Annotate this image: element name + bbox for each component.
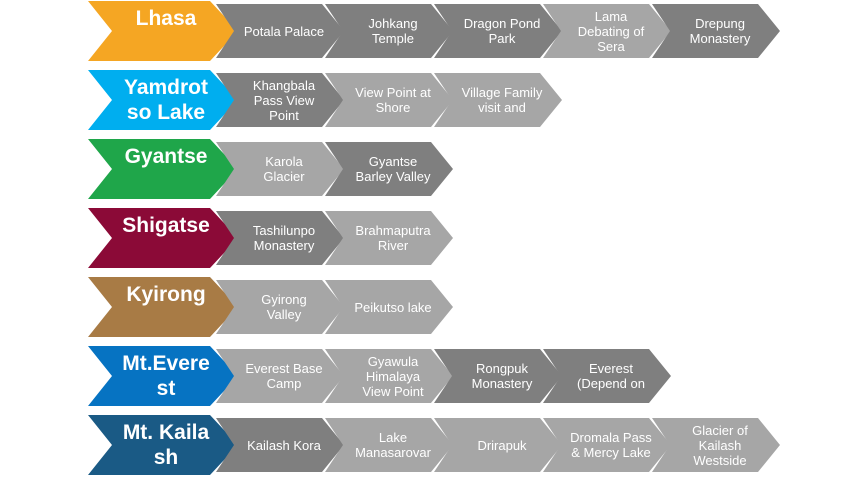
step-chevron: Rongpuk Monastery bbox=[434, 349, 562, 403]
step-label: Lake Manasarovar bbox=[355, 430, 431, 460]
step-label: Gyirong Valley bbox=[261, 292, 307, 322]
step-label: Drepung Monastery bbox=[689, 16, 751, 46]
route-row: Gyantse Karola Glacier Gyantse Barley Vall… bbox=[0, 139, 863, 199]
step-label: Karola Glacier bbox=[263, 154, 305, 184]
step-label: Rongpuk Monastery bbox=[471, 361, 533, 391]
step-chevron: Dragon Pond Park bbox=[434, 4, 562, 58]
destination-label: Mt.Everest bbox=[122, 352, 210, 400]
step-label: Tashilunpo Monastery bbox=[252, 223, 316, 253]
step-chevron: View Point at Shore bbox=[325, 73, 453, 127]
step-chevron: Gyirong Valley bbox=[216, 280, 344, 334]
step-chevron: Glacier of Kailash Westside bbox=[652, 418, 780, 472]
step-label: Kailash Kora bbox=[247, 437, 321, 453]
destination-chevron: Lhasa bbox=[88, 1, 238, 61]
step-label: Brahmaputra River bbox=[355, 223, 431, 253]
route-row: Mt. Kailash Kailash Kora Lake Manasarovar D… bbox=[0, 415, 863, 475]
destination-chevron: Gyantse bbox=[88, 139, 238, 199]
step-chevron: Gyantse Barley Valley bbox=[325, 142, 453, 196]
step-label: Khangbala Pass View Point bbox=[252, 77, 316, 123]
route-row: Mt.Everest Everest Base Camp Gyawula Himal… bbox=[0, 346, 863, 406]
step-chevron: Tashilunpo Monastery bbox=[216, 211, 344, 265]
step-chevron: Peikutso lake bbox=[325, 280, 453, 334]
step-label: Lama Debating of Sera bbox=[577, 8, 645, 54]
step-label: Glacier of Kailash Westside bbox=[692, 422, 748, 468]
step-label: Gyawula Himalaya View Point bbox=[362, 353, 424, 399]
destination-label: Mt. Kailash bbox=[122, 421, 210, 469]
destination-label: Shigatse bbox=[122, 214, 210, 237]
step-label: Drirapuk bbox=[477, 437, 527, 453]
route-row: Kyirong Gyirong Valley Peikutso lake bbox=[0, 277, 863, 337]
step-chevron: Drepung Monastery bbox=[652, 4, 780, 58]
destination-label: Yamdrotso Lake bbox=[123, 76, 209, 124]
destination-label: Kyirong bbox=[126, 283, 206, 306]
step-chevron: Gyawula Himalaya View Point bbox=[325, 349, 453, 403]
step-label: Everest (Depend on bbox=[577, 361, 645, 391]
step-label: Village Family visit and bbox=[461, 85, 543, 115]
step-chevron: Kailash Kora bbox=[216, 418, 344, 472]
step-chevron: Brahmaputra River bbox=[325, 211, 453, 265]
step-chevron: Village Family visit and bbox=[434, 73, 562, 127]
step-label: Peikutso lake bbox=[354, 299, 432, 315]
step-label: Dromala Pass & Mercy Lake bbox=[570, 430, 652, 460]
step-chevron: Everest (Depend on bbox=[543, 349, 671, 403]
step-label: Dragon Pond Park bbox=[463, 16, 541, 46]
step-chevron: Everest Base Camp bbox=[216, 349, 344, 403]
step-chevron: Johkang Temple bbox=[325, 4, 453, 58]
destination-chevron: Kyirong bbox=[88, 277, 238, 337]
route-row: Yamdrotso Lake Khangbala Pass View Point V… bbox=[0, 70, 863, 130]
destination-chevron: Mt. Kailash bbox=[88, 415, 238, 475]
step-chevron: Lama Debating of Sera bbox=[543, 4, 671, 58]
step-chevron: Khangbala Pass View Point bbox=[216, 73, 344, 127]
step-chevron: Karola Glacier bbox=[216, 142, 344, 196]
step-label: Gyantse Barley Valley bbox=[355, 154, 431, 184]
step-chevron: Drirapuk bbox=[434, 418, 562, 472]
route-row: Shigatse Tashilunpo Monastery Brahmaputra … bbox=[0, 208, 863, 268]
step-label: View Point at Shore bbox=[355, 85, 431, 115]
destination-chevron: Shigatse bbox=[88, 208, 238, 268]
step-chevron: Lake Manasarovar bbox=[325, 418, 453, 472]
destination-chevron: Mt.Everest bbox=[88, 346, 238, 406]
step-label: Potala Palace bbox=[243, 23, 325, 39]
destination-chevron: Yamdrotso Lake bbox=[88, 70, 238, 130]
step-chevron: Potala Palace bbox=[216, 4, 344, 58]
step-label: Johkang Temple bbox=[368, 16, 418, 46]
destination-label: Lhasa bbox=[135, 7, 197, 30]
step-label: Everest Base Camp bbox=[245, 361, 323, 391]
step-chevron: Dromala Pass & Mercy Lake bbox=[543, 418, 671, 472]
destination-label: Gyantse bbox=[124, 145, 208, 168]
